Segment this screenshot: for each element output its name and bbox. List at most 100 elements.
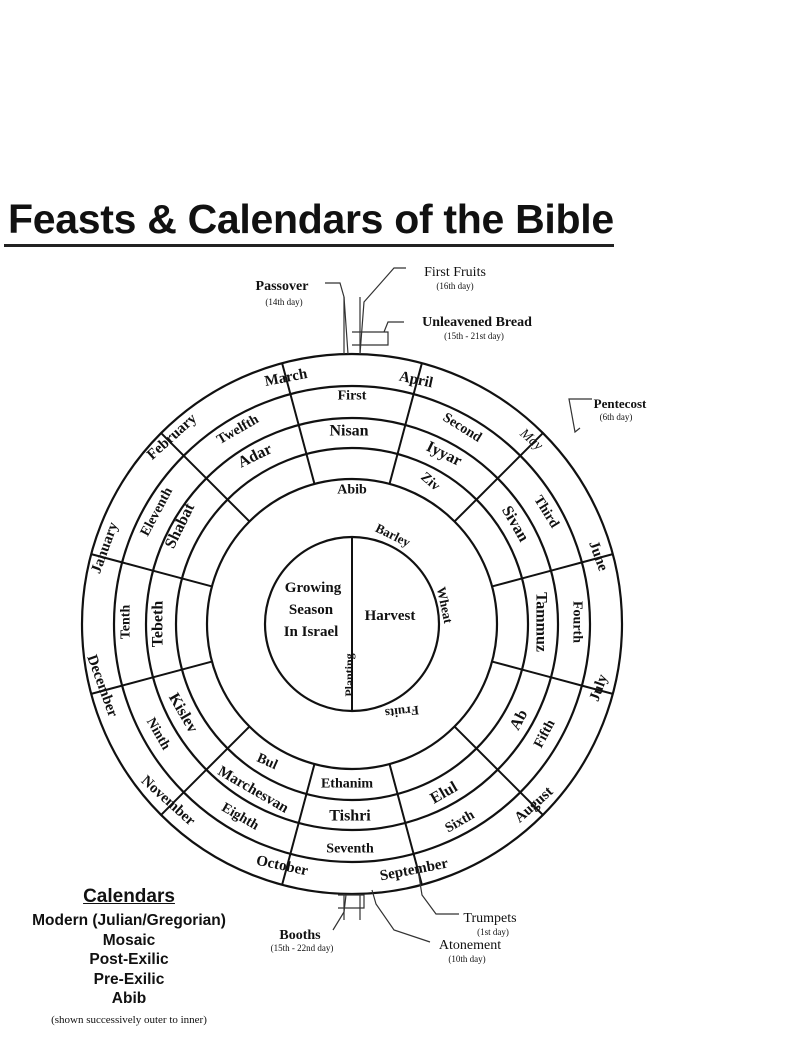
feast-atonement-name: Atonement (439, 938, 501, 953)
post-exilic-ab: Ab (507, 707, 532, 733)
mosaic-divider-6 (404, 822, 415, 855)
modern-divider-2 (581, 553, 614, 564)
mosaic-first: First (338, 389, 367, 404)
modern-divider-9 (90, 553, 123, 564)
center-growing-line3: In Israel (284, 624, 339, 640)
legend-item-abib: Abib (111, 990, 147, 1007)
feast-leader-lines (325, 267, 592, 943)
feast-unleavened-bread-name: Unleavened Bread (422, 315, 532, 330)
pre-exilic-divider-8 (226, 725, 251, 750)
legend-item-post-exilic: Post-Exilic (89, 951, 169, 968)
modern-divider-10 (160, 432, 185, 457)
post-exilic-kislev: Kislev (165, 690, 201, 735)
feast-atonement-day: (10th day) (448, 954, 485, 964)
calendars-legend: Calendars Modern (Julian/Gregorian) Mosa… (0, 886, 258, 1026)
month-june: June (585, 539, 611, 574)
wheel-dividers (90, 362, 614, 886)
pre-exilic-divider-6 (388, 763, 399, 795)
modern-divider-3 (581, 684, 614, 695)
center-harvest: Harvest (365, 608, 416, 624)
post-exilic-tebeth: Tebeth (150, 601, 167, 648)
mosaic-divider-1 (404, 393, 415, 426)
mosaic-tenth: Tenth (119, 605, 134, 640)
modern-divider-4 (519, 791, 544, 816)
leader-first-fruits (359, 267, 406, 355)
feast-passover-day: (14th day) (265, 297, 302, 307)
ring-post-exilic-inner (174, 446, 530, 802)
pre-exilic-bul: Bul (254, 751, 279, 773)
feast-passover-name: Passover (256, 279, 309, 294)
modern-divider-0 (412, 362, 423, 395)
mosaic-divider-7 (289, 822, 300, 855)
leader-unleavened-bread-bracket (352, 331, 389, 346)
pre-exilic-divider-3 (491, 577, 523, 588)
modern-divider-11 (281, 362, 292, 395)
post-exilic-tammuz: Tammuz (533, 592, 550, 652)
post-exilic-divider-1 (396, 424, 407, 455)
leader-trumpets (417, 869, 459, 915)
legend-title: Calendars (83, 886, 175, 907)
modern-divider-1 (519, 432, 544, 457)
post-exilic-elul: Elul (427, 778, 461, 807)
month-july: July (587, 672, 612, 704)
feast-unleavened-bread-day: (15th - 21st day) (444, 331, 504, 341)
mosaic-divider-3 (550, 561, 583, 572)
legend-item-pre-exilic: Pre-Exilic (93, 970, 165, 988)
ring-modern-inner (112, 384, 592, 864)
post-exilic-divider-8 (205, 747, 229, 771)
post-exilic-divider-7 (297, 793, 308, 824)
post-exilic-sivan: Sivan (498, 503, 532, 545)
pre-exilic-divider-5 (453, 725, 478, 750)
mosaic-divider-11 (183, 455, 208, 480)
month-march: March (263, 366, 309, 390)
mosaic-divider-10 (121, 561, 154, 572)
center-fruits: Fruits (384, 703, 419, 721)
post-exilic-tishri: Tishri (329, 808, 371, 825)
center-barley: Barley (373, 520, 413, 550)
feast-first-fruits-name: First Fruits (424, 265, 486, 280)
post-exilic-divider-9 (152, 668, 183, 679)
legend-item-mosaic: Mosaic (102, 931, 156, 949)
post-exilic-divider-10 (152, 569, 183, 580)
post-exilic-divider-3 (521, 569, 552, 580)
leader-passover (325, 282, 349, 355)
post-exilic-divider-2 (475, 477, 499, 501)
mosaic-seventh: Seventh (326, 842, 374, 857)
mosaic-divider-2 (496, 455, 521, 480)
month-february: February (144, 410, 200, 463)
modern-divider-7 (160, 791, 185, 816)
mosaic-divider-5 (496, 768, 521, 793)
modern-divider-8 (90, 684, 123, 695)
mosaic-divider-8 (183, 768, 208, 793)
pre-exilic-divider-0 (305, 453, 316, 485)
mosaic-divider-4 (550, 676, 583, 687)
month-april: April (398, 369, 435, 392)
pre-exilic-ziv: Ziv (417, 470, 442, 494)
mosaic-fifth: Fifth (531, 717, 558, 750)
feast-trumpets-name: Trumpets (463, 911, 516, 926)
feast-pentecost-name: Pentecost (594, 396, 647, 411)
post-exilic-divider-6 (396, 793, 407, 824)
page-title: Feasts & Calendars of the Bible (8, 196, 614, 242)
legend-item-modern: Modern (Julian/Gregorian) (32, 912, 226, 929)
mosaic-fourth: Fourth (570, 601, 585, 643)
post-exilic-divider-4 (521, 668, 552, 679)
mosaic-divider-9 (121, 676, 154, 687)
pre-exilic-ethanim: Ethanim (321, 777, 373, 792)
center-growing-line2: Season (289, 602, 334, 618)
post-exilic-divider-5 (475, 747, 499, 771)
center-growing-line1: Growing (285, 580, 342, 596)
pre-exilic-divider-2 (453, 498, 478, 523)
center-planting: Planting (342, 653, 356, 696)
mosaic-sixth: Sixth (443, 808, 478, 837)
pre-exilic-divider-11 (226, 498, 251, 523)
mosaic-divider-0 (289, 393, 300, 426)
feast-first-fruits-day: (16th day) (436, 281, 473, 291)
leader-pentecost (568, 398, 592, 434)
post-exilic-nisan: Nisan (329, 423, 368, 440)
mosaic-third: Third (530, 493, 561, 531)
pre-exilic-divider-10 (181, 577, 213, 588)
pre-exilic-divider-1 (388, 453, 399, 485)
modern-divider-6 (281, 853, 292, 886)
